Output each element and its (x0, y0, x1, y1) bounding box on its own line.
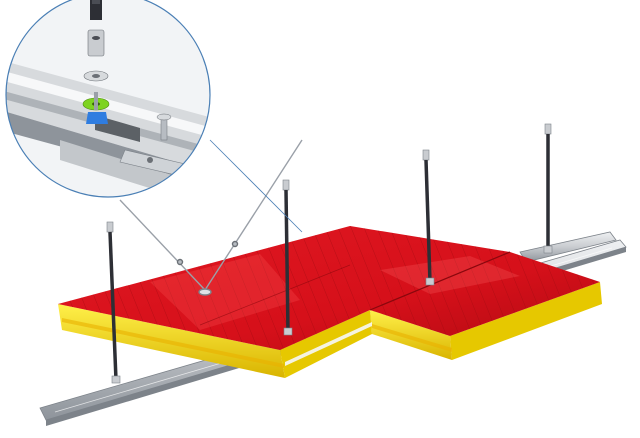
zoom-leader-line (209, 139, 303, 233)
rod-center (282, 179, 293, 336)
suspension-rods (106, 123, 553, 384)
rod-left (106, 221, 121, 384)
rod-far-right (543, 123, 553, 254)
zoom-detail (5, 0, 211, 198)
tension-cables (119, 139, 303, 296)
rod-right-center (422, 149, 435, 286)
panel-top-face (58, 226, 600, 350)
